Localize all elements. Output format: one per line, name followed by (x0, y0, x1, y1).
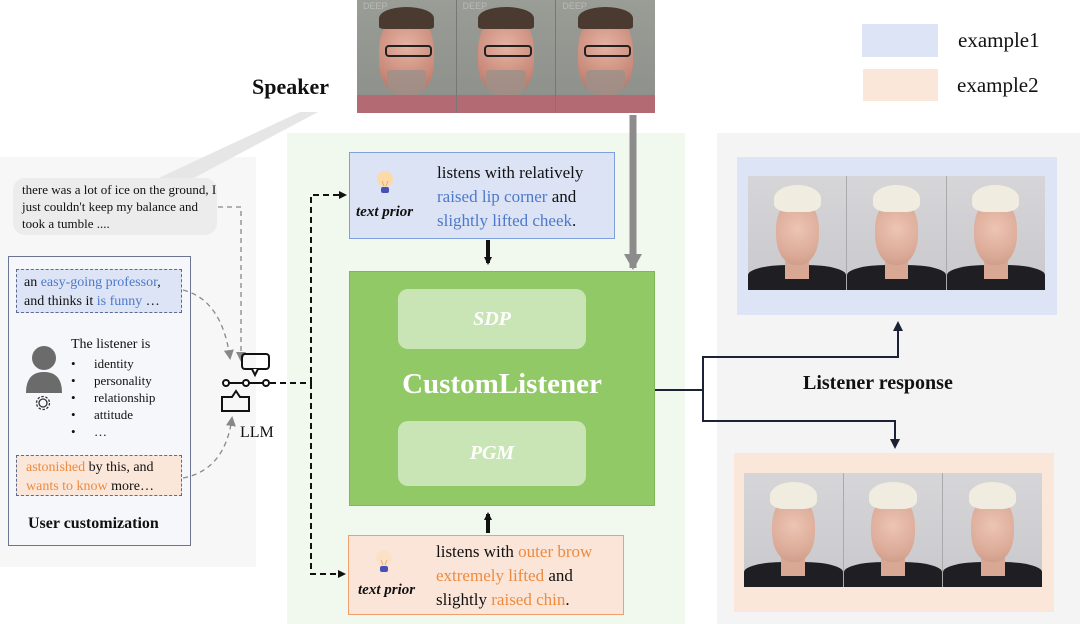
response-example2-frames (744, 473, 1043, 587)
sdp-module: SDP (398, 289, 586, 349)
lightbulb-icon (376, 550, 392, 572)
listener-heading: The listener is (71, 337, 151, 352)
prior-text: and (544, 566, 573, 585)
legend-swatch-example1 (862, 24, 938, 57)
speaker-frame: DEEP (357, 0, 457, 113)
tag-text: … (142, 294, 160, 309)
watermark: DEEP (363, 1, 388, 11)
listener-attribute-list: identity personality relationship attitu… (71, 355, 155, 440)
tag-highlight: easy-going professor (40, 275, 158, 290)
model-title: CustomListener (402, 368, 602, 400)
attribute-item: identity (71, 355, 155, 372)
text-prior-box-example2: text prior listens with outer brow extre… (348, 535, 624, 615)
speaker-frame: DEEP (456, 0, 557, 113)
tag-text: and thinks it (24, 294, 97, 309)
tag-text: an (24, 275, 41, 290)
attribute-item: personality (71, 372, 155, 389)
prior-text: . (565, 590, 570, 609)
text-prior-description: listens with outer brow extremely lifted… (436, 540, 592, 612)
listener-frame (843, 473, 944, 587)
response-example1-frames (748, 176, 1045, 290)
listener-frame (748, 176, 848, 290)
pgm-module: PGM (398, 421, 586, 486)
speaker-frames: DEEP DEEP DEEP (357, 0, 656, 113)
speaker-label: Speaker (252, 74, 329, 99)
legend-label-example2: example2 (957, 73, 1039, 97)
prior-text: slightly (436, 590, 492, 609)
prior-text: . (572, 211, 577, 230)
listener-frame (847, 176, 947, 290)
watermark: DEEP (562, 1, 587, 11)
tag-text: by this, and (85, 460, 154, 475)
text-prior-label: text prior (358, 582, 416, 598)
prior-highlight: raised lip corner (437, 187, 548, 206)
tag-highlight: astonished (26, 460, 86, 475)
lightbulb-icon (377, 171, 393, 193)
watermark: DEEP (462, 1, 488, 11)
example2-customization-tag: astonished by this, and wants to know mo… (16, 455, 182, 496)
prior-highlight: outer brow (518, 542, 593, 561)
tag-text: , (157, 275, 161, 290)
speaker-frame: DEEP (556, 0, 656, 113)
prior-text: listens with relatively (437, 163, 584, 182)
example1-customization-tag: an easy-going professor, and thinks it i… (16, 269, 182, 313)
tag-highlight: is funny (96, 294, 143, 309)
prior-highlight: raised chin (491, 590, 566, 609)
text-prior-description: listens with relatively raised lip corne… (437, 161, 583, 233)
user-customization-title: User customization (28, 515, 159, 532)
listener-frame (946, 176, 1045, 290)
speaker-utterance-bubble: there was a lot of ice on the ground, I … (13, 178, 217, 235)
tag-highlight: wants to know (26, 479, 108, 494)
listener-frame (744, 473, 844, 587)
text-prior-box-example1: text prior listens with relatively raise… (349, 152, 615, 239)
llm-label: LLM (240, 424, 274, 441)
listener-response-label: Listener response (803, 372, 953, 394)
prior-text: listens with (436, 542, 519, 561)
attribute-item: relationship (71, 389, 155, 406)
attribute-item: … (71, 423, 155, 440)
legend-label-example1: example1 (958, 28, 1040, 52)
prior-text: and (547, 187, 577, 206)
prior-highlight: extremely lifted (436, 566, 545, 585)
tag-text: more… (107, 479, 154, 494)
prior-highlight: slightly lifted cheek (437, 211, 573, 230)
attribute-item: attitude (71, 406, 155, 423)
text-prior-label: text prior (356, 204, 414, 220)
legend-swatch-example2 (863, 69, 938, 101)
listener-frame (943, 473, 1043, 587)
